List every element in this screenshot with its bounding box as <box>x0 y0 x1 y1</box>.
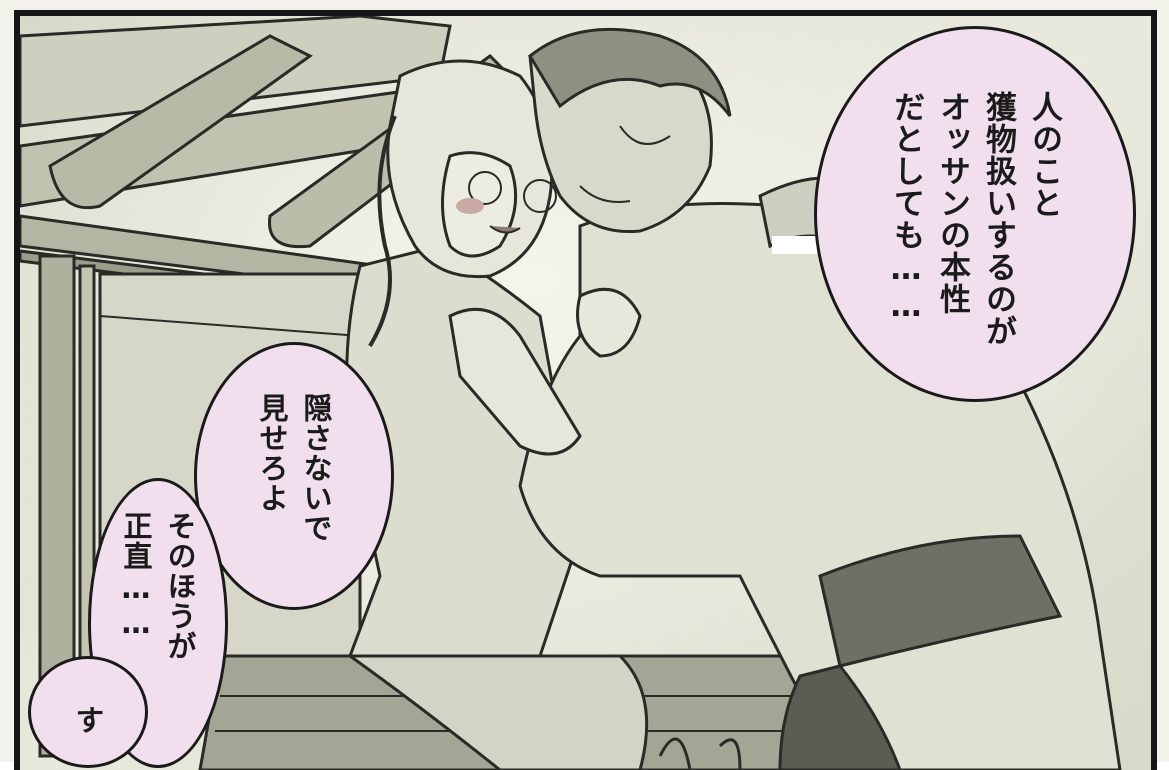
dialogue-line: 隠さないで <box>299 393 333 543</box>
dialogue-line: す <box>71 705 105 735</box>
speech-bubble-bottom: す <box>28 656 148 768</box>
dialogue-line: 獲物扱いするのが <box>980 91 1016 347</box>
dialogue-line: そのほうが <box>163 511 197 661</box>
dialogue-line: 人のこと <box>1026 91 1062 219</box>
dialogue-line: オッサンの本性 <box>934 91 970 315</box>
speech-bubble-main: 人のこと 獲物扱いするのが オッサンの本性 だとしても…… <box>814 26 1136 402</box>
dialogue-line: だとしても…… <box>888 91 924 325</box>
speech-bubble-left: 隠さないで 見せろよ <box>194 342 394 610</box>
dialogue-line: 正直…… <box>119 511 153 641</box>
dialogue-line: 見せろよ <box>255 393 289 513</box>
